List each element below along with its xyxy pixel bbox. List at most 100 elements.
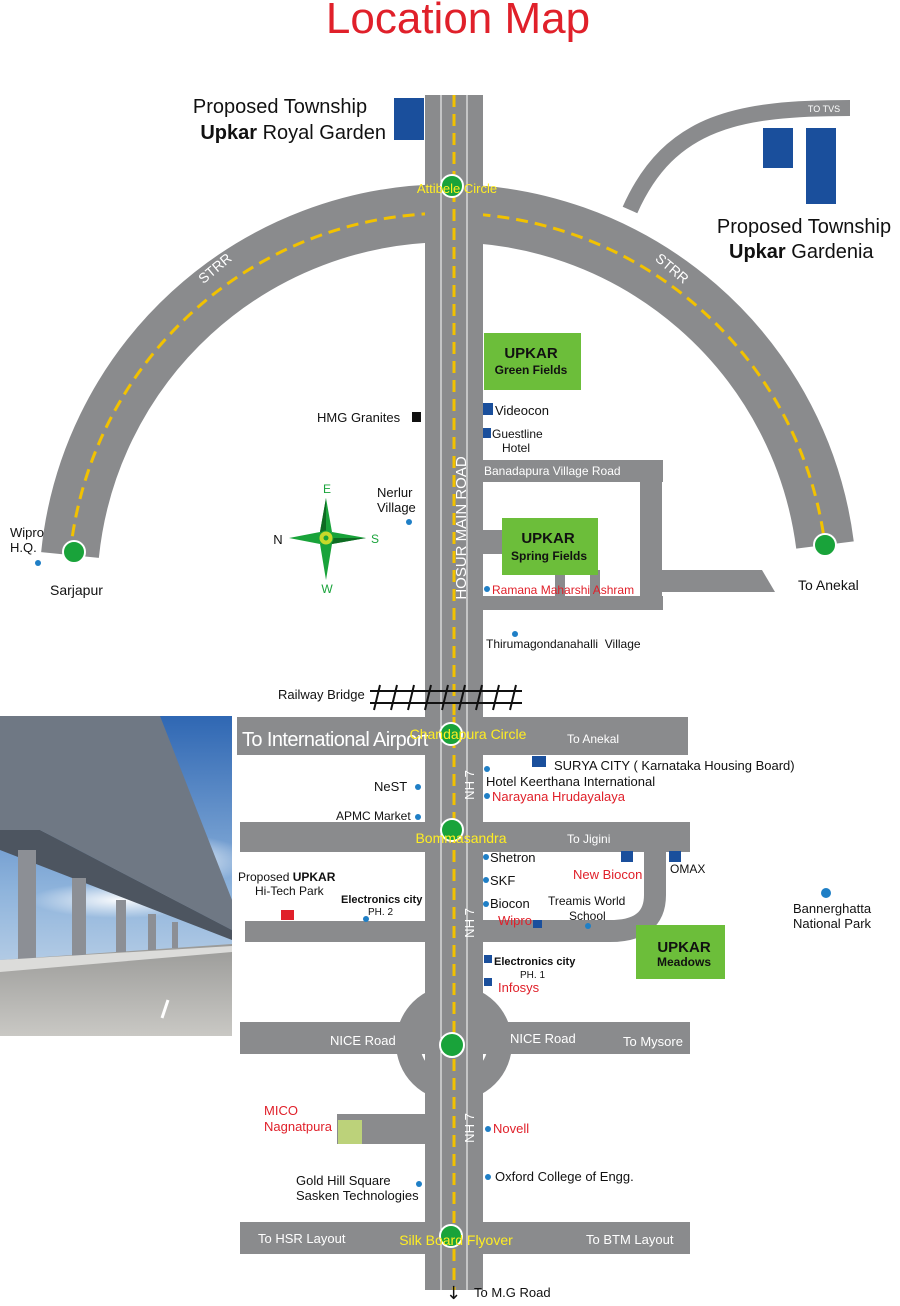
hosur-main-road-label: HOSUR MAIN ROAD [453,456,470,600]
ec2-label-2: PH. 2 [368,907,393,918]
attibele-circle-label: Attibele Circle [417,181,497,196]
compass-w: W [321,582,333,596]
gold-hill-label-1: Gold Hill Square [296,1173,391,1188]
shetron-dot [483,854,489,860]
treamis-label-2: School [569,909,606,923]
spring-fields-name: Spring Fields [511,549,587,563]
meadows-name: Meadows [657,955,711,969]
apmc-dot [415,814,421,820]
bommasandra-marker [440,818,464,842]
shetron-label: Shetron [490,850,536,865]
gold-hill-dot [416,1181,422,1187]
nerlur-label-1: Nerlur [377,485,413,500]
apmc-label: APMC Market [336,809,411,823]
to-tvs-label: TO TVS [808,104,840,114]
to-hsr-label: To HSR Layout [258,1231,346,1246]
wipro-hq-label-1: Wipro [10,525,44,540]
railway-bridge-label: Railway Bridge [278,687,365,702]
page-title: Location Map [326,0,590,43]
to-jigini-label: To Jigini [567,832,610,846]
skf-dot [483,877,489,883]
oxford-dot [485,1174,491,1180]
attibele-circle-marker [440,174,464,198]
flyover-photo [0,716,232,1036]
meadows-brand: UPKAR [657,939,711,956]
hitech-park-marker [281,910,294,920]
hmg-granites-label: HMG Granites [317,410,401,425]
green-fields-brand: UPKAR [504,345,558,362]
nice-road-right-label: NICE Road [510,1031,576,1046]
bannerghatta-dot [821,888,831,898]
keerthana-dot [484,766,490,772]
down-arrow-icon: ↓ [446,1283,461,1304]
gold-hill-label-2: Sasken Technologies [296,1188,419,1203]
sarjapur-marker [62,540,86,564]
mico-label-2: Nagnatpura [264,1119,333,1134]
thirumago-label: Thirumagondanahalli Village [486,637,641,651]
nest-label: NeST [374,779,407,794]
surya-city-label: SURYA CITY ( Karnataka Housing Board) [554,758,795,773]
oxford-label: Oxford College of Engg. [495,1169,634,1184]
treamis-dot [585,923,591,929]
ec1-label-1: Electronics city [494,956,576,968]
bommasandra-label: Bommasandra [415,830,506,846]
meadows-box [636,925,725,979]
green-fields-name: Green Fields [495,363,568,377]
to-btm-label: To BTM Layout [586,1232,674,1247]
chandapura-circle-marker [439,722,463,746]
to-mysore-label: To Mysore [623,1034,683,1049]
banadapura-roads [483,460,775,610]
guestline-label-2: Hotel [502,441,530,455]
spring-fields-box [502,518,598,575]
videocon-square [483,403,493,415]
nest-dot [415,784,421,790]
spring-fields-brand: UPKAR [521,530,575,547]
gardenia-line1: Proposed Township [717,216,891,238]
nerlur-dot [406,519,412,525]
ec1-label-2: PH. 1 [520,970,545,981]
compass-rose: E W S N [273,482,379,596]
chandapura-circle-label: Chandapura Circle [410,726,527,742]
bannerghatta-label-1: Bannerghatta [793,901,872,916]
infosys-square [484,978,492,986]
new-biocon-label: New Biocon [573,867,642,882]
ec1-square [484,955,492,963]
thirumago-dot [512,631,518,637]
royal-garden-line2: Upkar Royal Garden [200,122,386,144]
meadows-loop-road [483,852,666,942]
electronics-city-road [245,921,425,942]
omax-label: OMAX [670,862,705,876]
bannerghatta-label-2: National Park [793,916,872,931]
wipro-hq-label-2: H.Q. [10,540,37,555]
ramana-dot [484,586,490,592]
guestline-label-1: Guestline [492,427,543,441]
gardenia-block-1 [763,128,793,168]
green-fields-box [484,333,581,390]
wipro-square [533,920,542,928]
infosys-label: Infosys [498,980,540,995]
treamis-label-1: Treamis World [548,894,625,908]
to-airport-label: To International Airport [242,729,429,751]
to-mg-road-label: To M.G Road [474,1285,551,1300]
sarjapur-label: Sarjapur [50,582,103,598]
nh7-label-b: NH 7 [462,908,477,938]
nice-road-left-label: NICE Road [330,1033,396,1048]
hitech-label-1: Proposed UPKAR [238,870,336,884]
to-anekal-end-label: To Anekal [798,577,859,593]
biocon-dot [483,901,489,907]
hitech-label-2: Hi-Tech Park [255,884,325,898]
to-anekal-road-label: To Anekal [567,732,619,746]
ec2-label-1: Electronics city [341,894,423,906]
ec2-dot [363,916,369,922]
biocon-label: Biocon [490,896,530,911]
narayana-dot [484,793,490,799]
nerlur-label-2: Village [377,500,416,515]
nice-road-marker [439,1032,465,1058]
royal-garden-block [394,98,424,140]
guestline-square [483,428,491,438]
nh7-label-c: NH 7 [462,1113,477,1143]
silk-board-marker [439,1224,463,1248]
keerthana-label: Hotel Keerthana International [486,774,655,789]
mico-box [338,1120,362,1144]
